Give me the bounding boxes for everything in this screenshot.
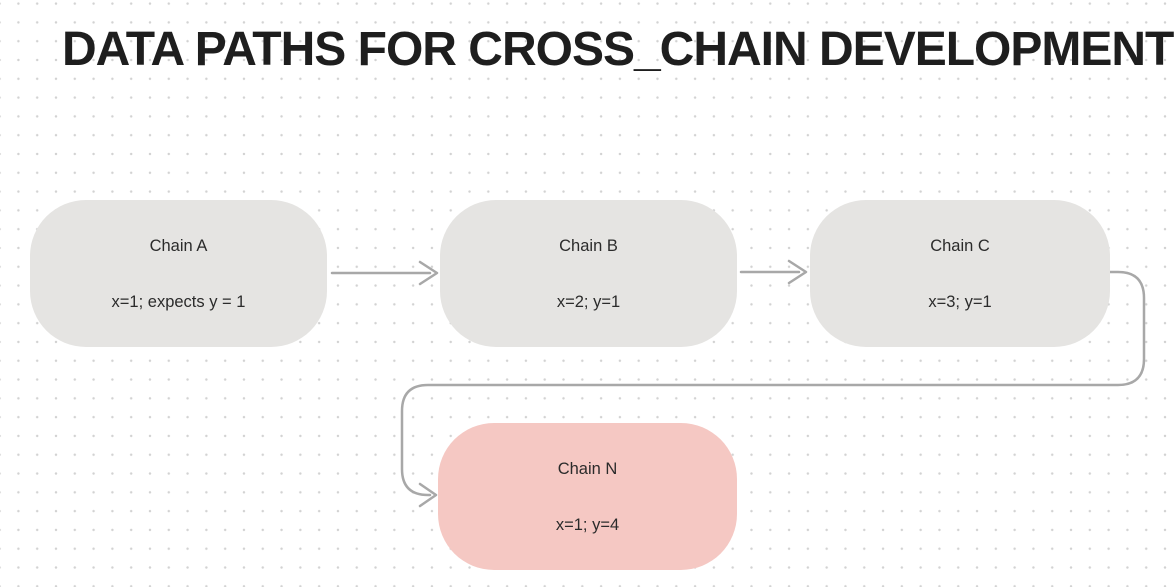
node-value: x=3; y=1 [928,292,992,311]
arrow-chain-b-to-chain-c [739,259,808,285]
node-title: Chain B [559,236,618,255]
node-title: Chain C [930,236,990,255]
diagram-node-chain-n: Chain N x=1; y=4 [438,423,737,570]
diagram-node-chain-c: Chain C x=3; y=1 [810,200,1110,347]
diagram-node-chain-a: Chain A x=1; expects y = 1 [30,200,327,347]
arrow-chain-a-to-chain-b [330,260,439,286]
node-title: Chain N [557,459,618,478]
node-value: x=1; expects y = 1 [111,292,246,311]
node-title: Chain A [149,236,208,255]
node-value: x=2; y=1 [556,292,621,311]
diagram-title: DATA PATHS FOR CROSS_CHAIN DEVELOPMENT [62,23,1174,76]
diagram-node-chain-b: Chain B x=2; y=1 [440,200,737,347]
node-value: x=1; y=4 [555,515,620,534]
